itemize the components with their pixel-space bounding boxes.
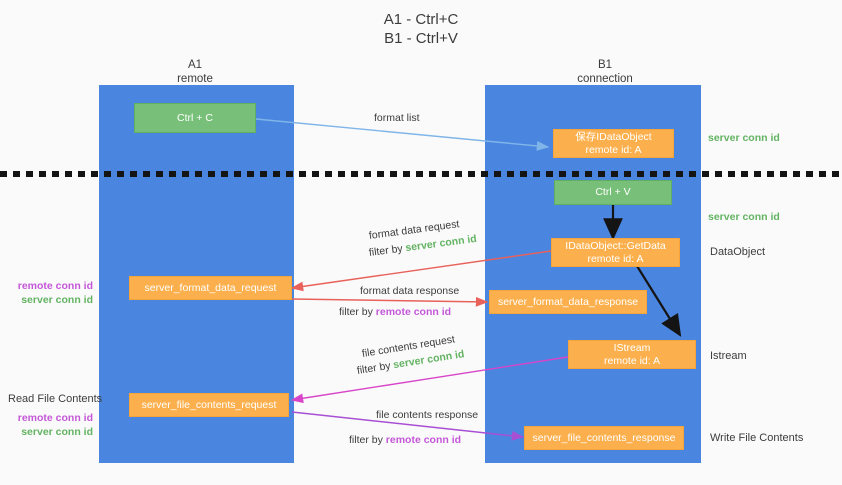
filter-prefix: filter by bbox=[368, 242, 407, 259]
label-format-list: format list bbox=[374, 112, 420, 124]
label-remote-conn-id: remote conn id bbox=[17, 412, 93, 424]
box-ctrl-c[interactable]: Ctrl + C bbox=[134, 103, 256, 133]
filter-prefix: filter by bbox=[356, 359, 395, 377]
label-server-conn-id: server conn id bbox=[21, 426, 93, 438]
label-format-data-response-filter: filter by remote conn id bbox=[339, 305, 451, 319]
box-save-idataobject[interactable]: 保存IDataObject remote id: A bbox=[553, 129, 674, 158]
filter-value-remote-conn-id: remote conn id bbox=[375, 306, 452, 318]
label-dataobject: DataObject bbox=[710, 246, 766, 258]
label-server-conn-id-mid: server conn id bbox=[708, 211, 780, 223]
box-ctrl-v[interactable]: Ctrl + V bbox=[554, 180, 672, 205]
box-server-file-contents-request[interactable]: server_file_contents_request bbox=[129, 393, 289, 417]
filter-prefix: filter by bbox=[349, 434, 386, 446]
filter-value-remote-conn-id: remote conn id bbox=[385, 434, 462, 446]
label-write-file-contents: Write File Contents bbox=[710, 432, 804, 444]
label-server-conn-id: server conn id bbox=[21, 294, 93, 306]
box-server-format-data-request[interactable]: server_format_data_request bbox=[129, 276, 292, 300]
column-header-a1: A1 remote bbox=[177, 59, 213, 85]
label-file-contents-response: file contents response bbox=[376, 409, 479, 421]
label-read-file-contents: Read File Contents bbox=[8, 393, 103, 405]
box-idataobject-getdata[interactable]: IDataObject::GetData remote id: A bbox=[551, 238, 680, 267]
box-server-file-contents-response[interactable]: server_file_contents_response bbox=[524, 426, 684, 450]
label-format-data-response: format data response bbox=[360, 285, 460, 297]
column-header-b1: B1 connection bbox=[577, 59, 633, 85]
label-file-contents-response-filter: filter by remote conn id bbox=[349, 433, 461, 447]
diagram-title: A1 - Ctrl+C B1 - Ctrl+V bbox=[383, 11, 459, 47]
label-server-conn-id-top: server conn id bbox=[708, 132, 780, 144]
label-istream: Istream bbox=[710, 350, 747, 362]
phase-separator bbox=[0, 171, 842, 177]
filter-prefix: filter by bbox=[339, 306, 376, 318]
label-conn-pair-bottom: remote conn id server conn id bbox=[0, 411, 93, 439]
label-remote-conn-id: remote conn id bbox=[17, 280, 93, 292]
box-server-format-data-response[interactable]: server_format_data_response bbox=[489, 290, 647, 314]
box-istream[interactable]: IStream remote id: A bbox=[568, 340, 696, 369]
label-conn-pair-top: remote conn id server conn id bbox=[0, 279, 93, 307]
